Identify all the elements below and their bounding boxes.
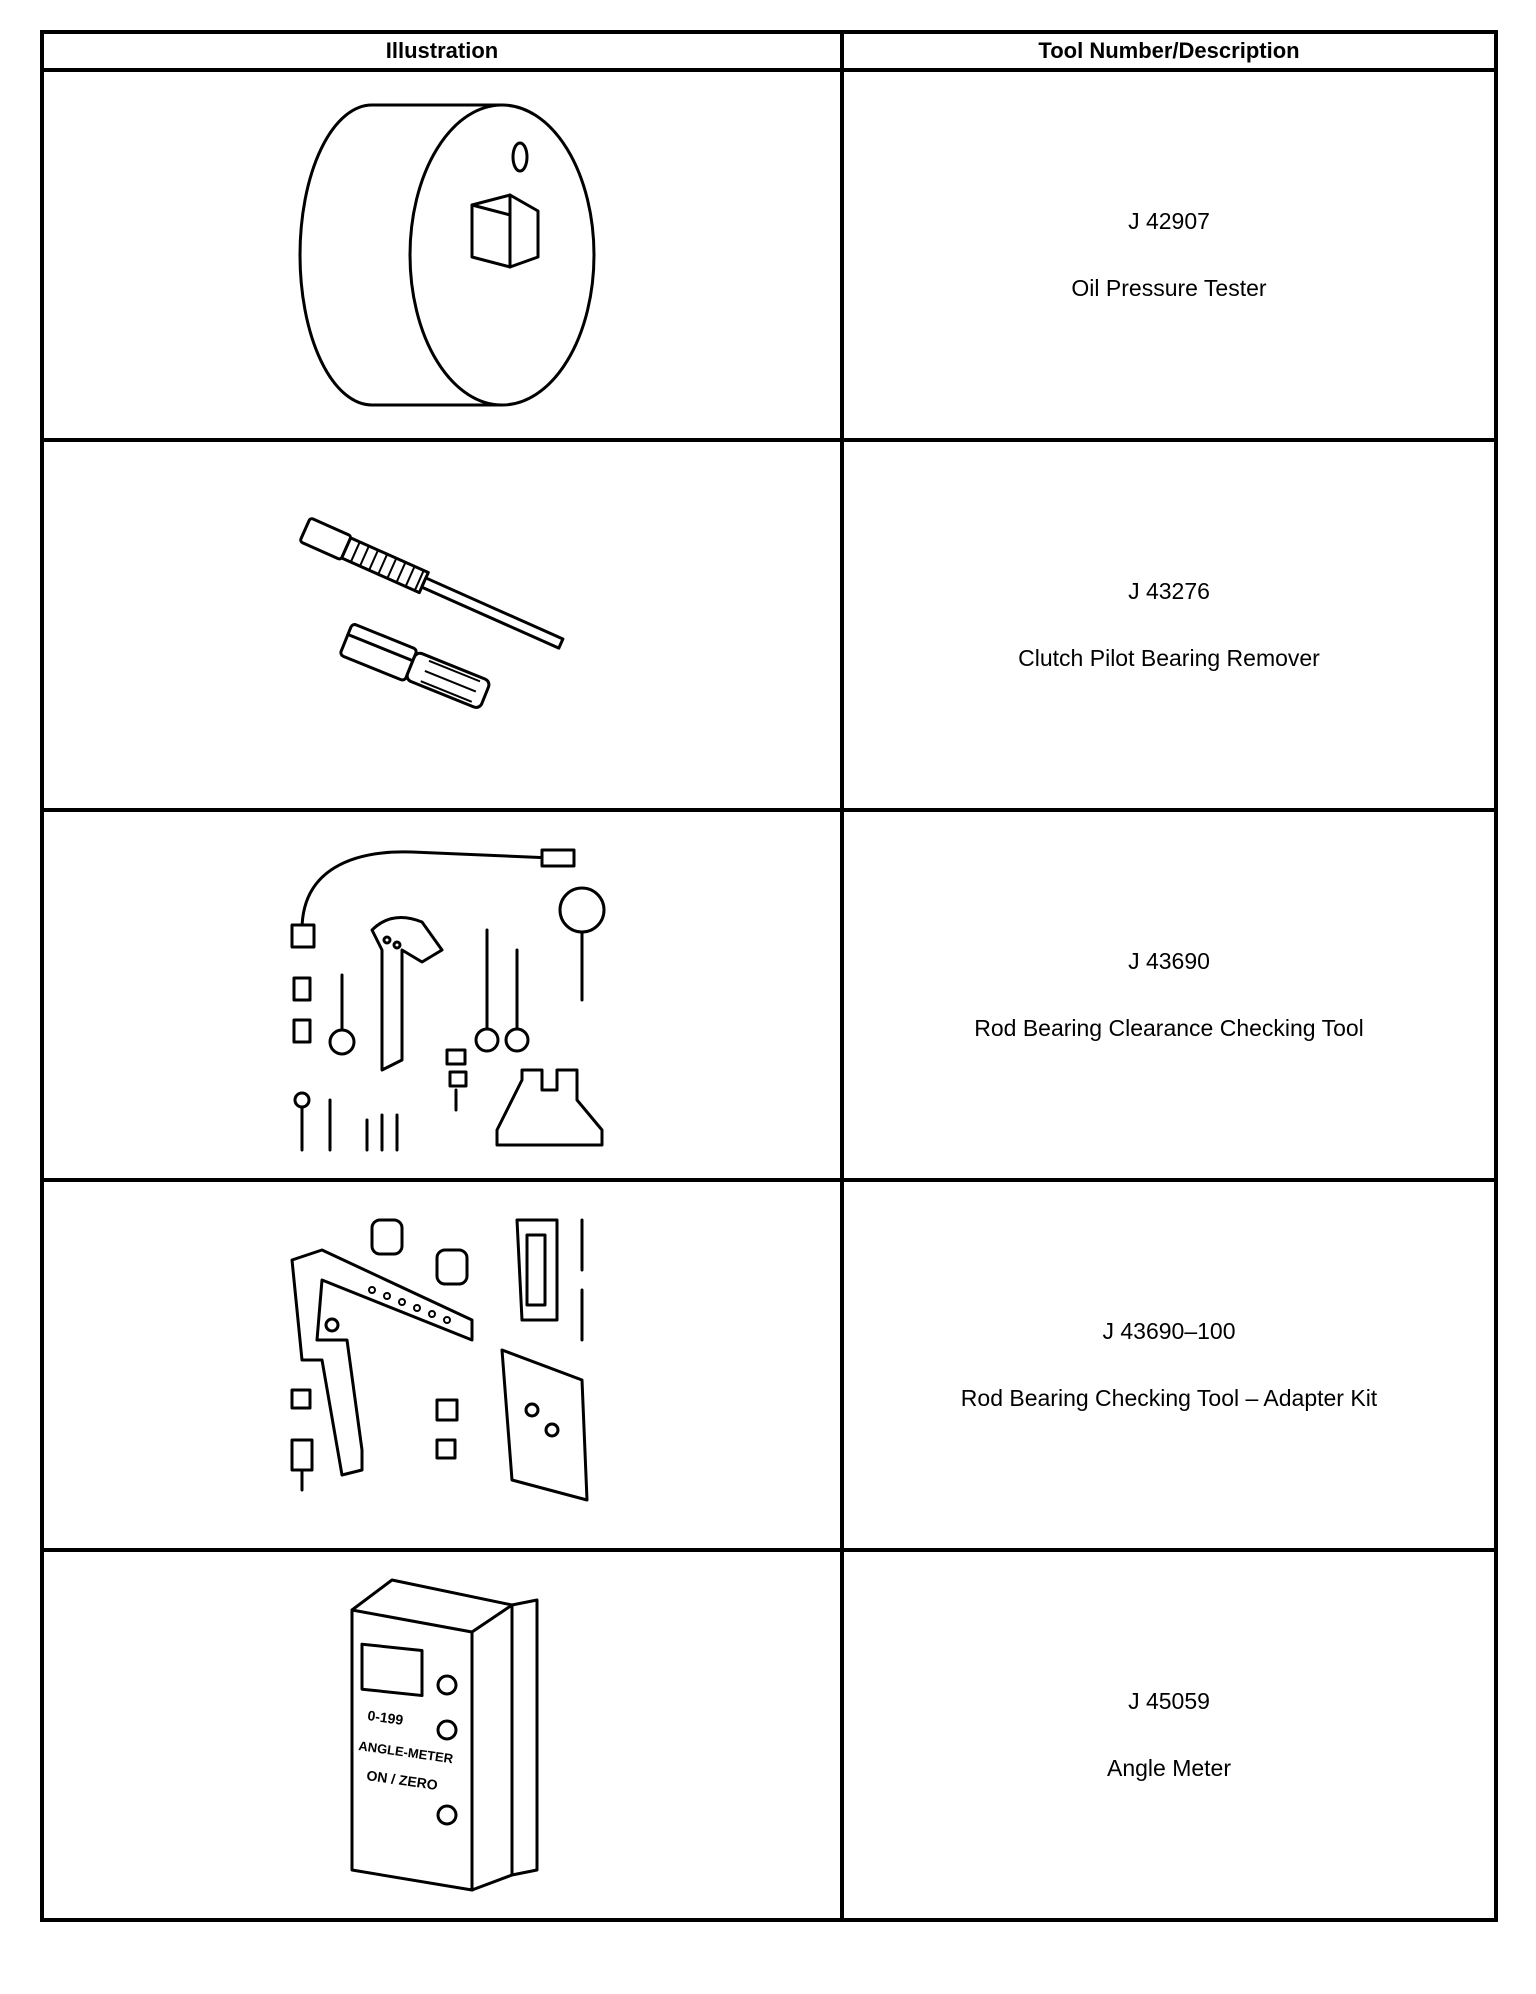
- tool-description: Clutch Pilot Bearing Remover: [1018, 645, 1320, 671]
- tool-description: Oil Pressure Tester: [1071, 275, 1267, 301]
- illustration-cell: [40, 438, 844, 812]
- description-cell: J 43690 Rod Bearing Clearance Checking T…: [840, 808, 1498, 1182]
- table-row: J 42907 Oil Pressure Tester: [40, 68, 1498, 442]
- angle-meter-illustration: 0-199 ANGLE-METER ON / ZERO: [350, 1578, 539, 1892]
- illustration-cell: 0-199 ANGLE-METER ON / ZERO: [40, 1548, 844, 1922]
- illustration-header: Illustration: [40, 30, 844, 72]
- rod-bearing-clearance-tool-illustration: [290, 848, 606, 1152]
- illustration-cell: [40, 808, 844, 1182]
- table-row: J 43276 Clutch Pilot Bearing Remover: [40, 438, 1498, 812]
- tools-table: Illustration Tool Number/Description: [40, 30, 1498, 1922]
- illustration-cell: [40, 1178, 844, 1552]
- tool-number: J 43276: [1128, 578, 1210, 604]
- table-row: 0-199 ANGLE-METER ON / ZERO J 45059 Angl…: [40, 1548, 1498, 1922]
- description-cell: J 43276 Clutch Pilot Bearing Remover: [840, 438, 1498, 812]
- description-cell: J 42907 Oil Pressure Tester: [840, 68, 1498, 442]
- table-row: J 43690 Rod Bearing Clearance Checking T…: [40, 808, 1498, 1182]
- tool-description: Angle Meter: [1106, 1755, 1231, 1781]
- oil-pressure-tester-illustration: [298, 103, 596, 407]
- table-row: J 43690–100 Rod Bearing Checking Tool – …: [40, 1178, 1498, 1552]
- clutch-pilot-bearing-remover-illustration: [299, 517, 565, 709]
- tool-number: J 43690–100: [1102, 1318, 1236, 1344]
- header-row: Illustration Tool Number/Description: [40, 30, 1498, 72]
- tool-description: Rod Bearing Clearance Checking Tool: [974, 1015, 1364, 1041]
- angle-meter-range-label: 0-199: [367, 1707, 405, 1728]
- description-cell: J 45059 Angle Meter: [840, 1548, 1498, 1922]
- illustration-cell: [40, 68, 844, 442]
- description-header: Tool Number/Description: [840, 30, 1498, 72]
- tool-description: Rod Bearing Checking Tool – Adapter Kit: [960, 1385, 1378, 1411]
- description-cell: J 43690–100 Rod Bearing Checking Tool – …: [840, 1178, 1498, 1552]
- adapter-kit-illustration: [290, 1218, 589, 1502]
- tool-number: J 42907: [1128, 208, 1210, 234]
- tool-number: J 45059: [1128, 1688, 1210, 1714]
- tool-number: J 43690: [1128, 948, 1210, 974]
